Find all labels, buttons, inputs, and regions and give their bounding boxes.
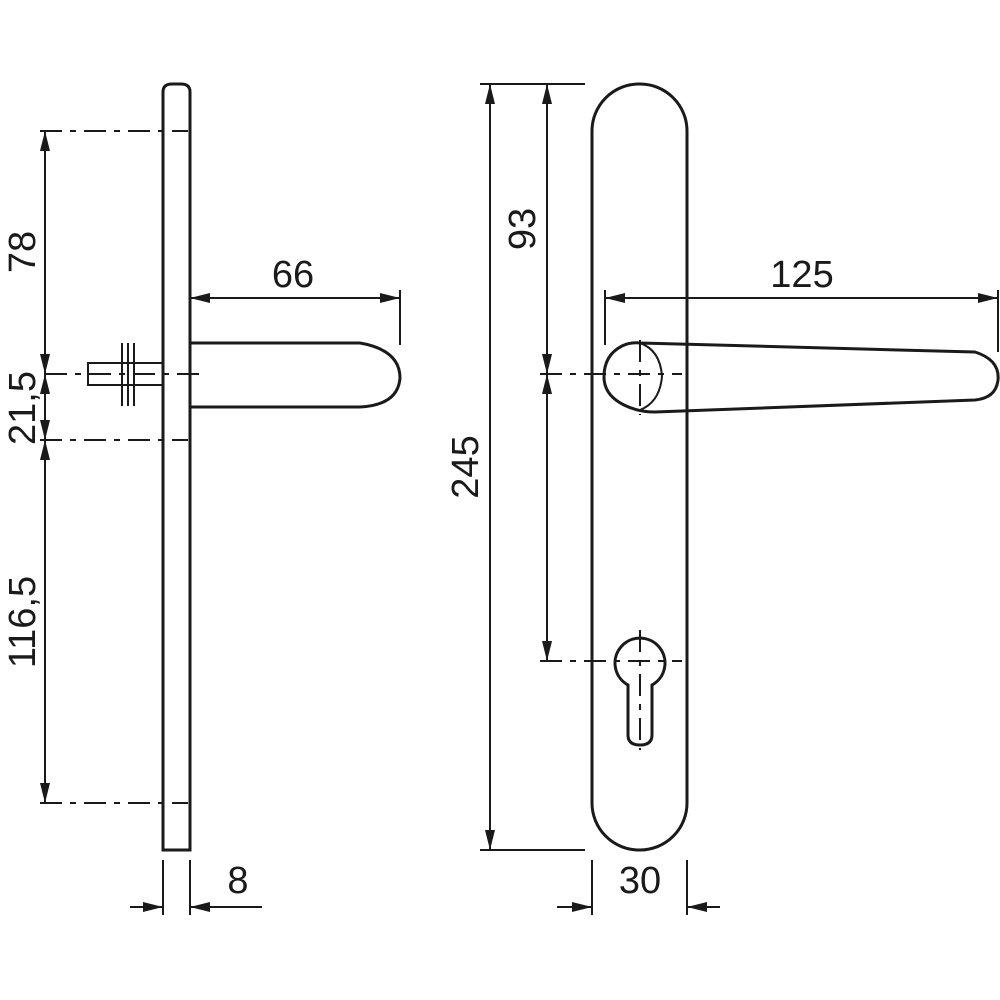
front-backplate (590, 82, 689, 852)
dim-label-78: 78 (2, 231, 44, 273)
side-lever (190, 341, 402, 409)
dim-label-93: 93 (502, 208, 544, 250)
front-view: 245 93 125 30 (445, 82, 1000, 915)
dim-label-21-5: 21,5 (2, 371, 44, 445)
front-lever (602, 341, 1000, 414)
dim-label-245: 245 (445, 435, 487, 498)
dim-label-116-5: 116,5 (2, 576, 44, 668)
side-backplate (161, 82, 192, 852)
front-cylinder-hole (613, 636, 667, 747)
dim-label-66: 66 (272, 254, 314, 296)
dim-label-125: 125 (770, 254, 833, 296)
dim-label-8: 8 (227, 860, 248, 902)
side-view: 78 21,5 116,5 66 8 (2, 82, 402, 915)
front-lever-rose (639, 342, 664, 411)
dim-label-30: 30 (619, 860, 661, 902)
